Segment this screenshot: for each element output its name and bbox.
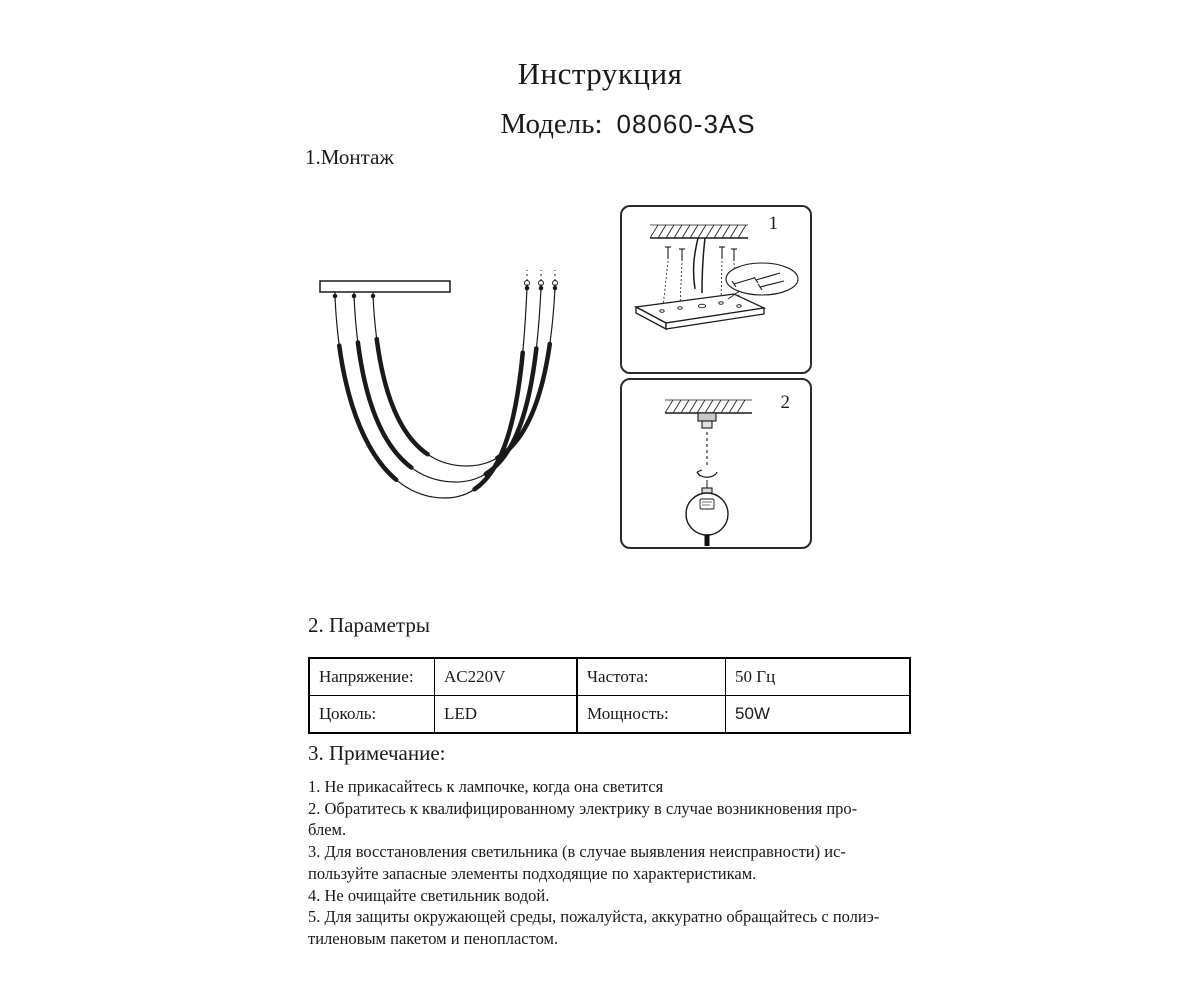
lamp-tube-segment (370, 285, 558, 469)
note-line: 1. Не прикасайтесь к лампочке, когда она… (308, 777, 664, 796)
page-title: Инструкция (517, 56, 683, 91)
param-frequency-value: 50 Гц (725, 657, 911, 696)
param-socket-value: LED (434, 695, 578, 734)
mounting-step-1-figure: 1 (620, 205, 812, 374)
param-frequency-label: Частота: (576, 657, 726, 696)
ceiling-hatching (664, 399, 746, 414)
section-heading-notes: 3. Примечание: (308, 741, 446, 765)
notes-list: 1. Не прикасайтесь к лампочке, когда она… (308, 776, 928, 950)
hanging-hooks (524, 270, 558, 286)
rotation-arrow (696, 469, 718, 478)
pendant-lamp-illustration (319, 270, 558, 501)
parameters-table: Напряжение: AC220V Частота: 50 Гц Цоколь… (308, 657, 911, 734)
section-heading-montage: 1.Монтаж (305, 145, 394, 169)
param-power-label: Мощность: (576, 695, 726, 734)
bulb-neck (701, 487, 713, 494)
note-line: 3. Для восстановления светильника (в слу… (308, 842, 846, 862)
note-line: 5. Для защиты окружающей среды, пожалуйс… (308, 907, 880, 927)
note-line: 2. Обратитесь к квалифицированному элект… (308, 798, 858, 818)
param-voltage-label: Напряжение: (308, 657, 435, 696)
figure-2-number: 2 (780, 392, 791, 413)
table-row: Цоколь: LED Мощность: 50W (308, 695, 911, 734)
screw-detail-callout (725, 262, 799, 300)
note-line: пользуйте запасные элементы подходящие п… (308, 863, 757, 883)
model-line: Модель: 08060-3AS (28, 108, 1200, 141)
note-line: блем. (308, 820, 347, 840)
section-heading-parameters: 2. Параметры (308, 613, 430, 637)
ceiling-hatching (649, 224, 747, 239)
param-power-value: 50W (725, 695, 911, 734)
ceiling-canopy-bar (319, 280, 451, 293)
mounting-plate-diagram (633, 224, 799, 331)
lamp-tube-segment (351, 285, 544, 485)
note-line: 4. Не очищайте светильник водой. (308, 885, 550, 905)
model-number: 08060-3AS (616, 109, 756, 139)
mounting-step-2-figure: 2 (620, 378, 812, 549)
bulb-attachment-diagram (664, 399, 752, 546)
note-line: тиленовым пакетом и пенопластом. (308, 928, 559, 948)
mounting-plate (633, 293, 767, 331)
model-label: Модель: (500, 108, 603, 140)
lamp-tube-segment (332, 285, 530, 501)
table-row: Напряжение: AC220V Частота: 50 Гц (308, 657, 911, 696)
figure-1-number: 1 (768, 213, 779, 234)
param-socket-label: Цоколь: (308, 695, 435, 734)
bulb-label (699, 498, 715, 510)
param-voltage-value: AC220V (434, 657, 578, 696)
supply-wires (692, 237, 699, 290)
ceiling-cup (697, 412, 717, 429)
plate-holes (659, 301, 742, 313)
